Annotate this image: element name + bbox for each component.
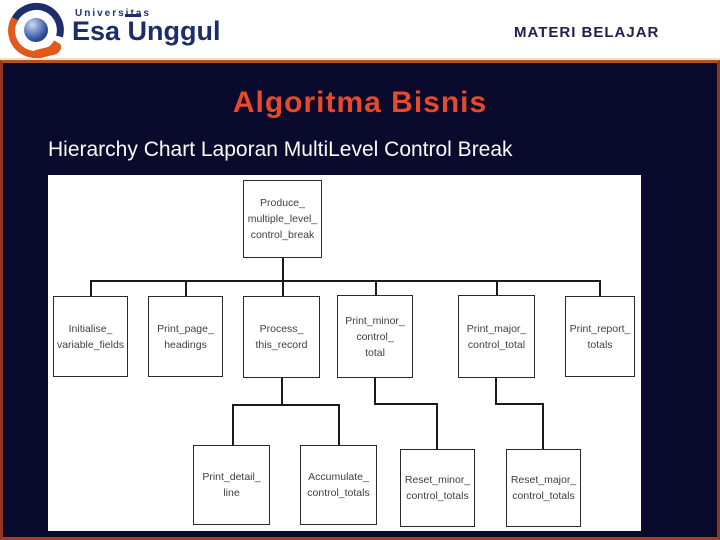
connector-line (282, 258, 284, 296)
connector-line (185, 280, 187, 296)
node-initialise: Initialise_ variable_fields (53, 296, 128, 377)
connector-line (374, 378, 376, 405)
connector-line (338, 404, 340, 445)
node-label-line: control_ (356, 330, 394, 343)
node-label-line: multiple_level_ (247, 213, 318, 225)
node-accumulate: Accumulate_ control_totals (300, 445, 377, 525)
node-label-line: Print_minor_ (345, 314, 405, 327)
connector-line (375, 280, 377, 296)
node-reset-major: Reset_major_ control_totals (506, 449, 581, 527)
node-label-line: Print_page_ (157, 322, 214, 335)
node-label-line: Initialise_ (68, 322, 113, 335)
header-bar: Universitas Esa Unggul MATERI BELAJAR (0, 0, 720, 69)
node-label-line: control_break (250, 229, 315, 241)
node-print-report: Print_report_totals (565, 296, 635, 377)
connector-line (374, 403, 438, 405)
node-print-detail: Print_detail_line (193, 445, 270, 525)
connector-line (599, 280, 601, 296)
node-reset-minor: Reset_minor_ control_totals (400, 449, 475, 527)
course-label: MATERI BELAJAR (514, 24, 660, 41)
node-label-line: variable_fields (56, 338, 125, 351)
node-label-line: total (365, 346, 385, 359)
connector-line (495, 403, 544, 405)
node-print-page: Print_page_ headings (148, 296, 223, 377)
node-label-line: Reset_minor_ (404, 474, 471, 486)
connector-line (496, 280, 498, 296)
logo-esa-unggul-text: Esa Unggul (72, 16, 221, 46)
node-label-line: Produce_ (260, 197, 305, 209)
node-print-major: Print_major_ control_total (458, 295, 535, 378)
connector-line (542, 403, 544, 449)
node-produce: Produce_ multiple_level_ control_break (243, 180, 322, 258)
connector-line (436, 403, 438, 449)
connector-line (281, 378, 283, 406)
node-label-line: control_totals (406, 490, 469, 502)
node-label-line: Reset_major_ (510, 474, 577, 486)
node-print-minor: Print_minor_ control_total (337, 295, 413, 378)
slide-subtitle: Hierarchy Chart Laporan MultiLevel Contr… (48, 138, 513, 161)
connector-line (232, 404, 340, 406)
logo-universitas-text: Universitas (75, 8, 151, 19)
node-label-line: Print_report_ (569, 322, 631, 335)
logo-u-macron (125, 14, 141, 17)
node-label-line: Process_ (259, 323, 304, 335)
logo-globe-icon (24, 18, 48, 42)
node-label-line: control_totals (307, 487, 370, 499)
node-label-line: line (223, 487, 240, 499)
connector-line (90, 280, 92, 296)
university-logo-icon (0, 0, 74, 69)
connector-line (495, 378, 497, 405)
node-label-line: Print_detail_ (202, 471, 261, 483)
node-label-line: Accumulate_ (308, 471, 369, 483)
connector-line (90, 280, 601, 282)
node-label-line: this_record (255, 339, 308, 351)
node-label-line: control_total (467, 338, 526, 351)
node-label-line: Print_major_ (466, 322, 527, 335)
node-label-line: control_totals (512, 490, 575, 502)
slide-title: Algoritma Bisnis (232, 86, 488, 119)
node-label-line: totals (587, 338, 613, 351)
node-label-line: headings (164, 338, 207, 351)
header-divider-light (0, 58, 720, 60)
node-process: Process_ this_record (243, 296, 320, 378)
connector-line (232, 404, 234, 445)
